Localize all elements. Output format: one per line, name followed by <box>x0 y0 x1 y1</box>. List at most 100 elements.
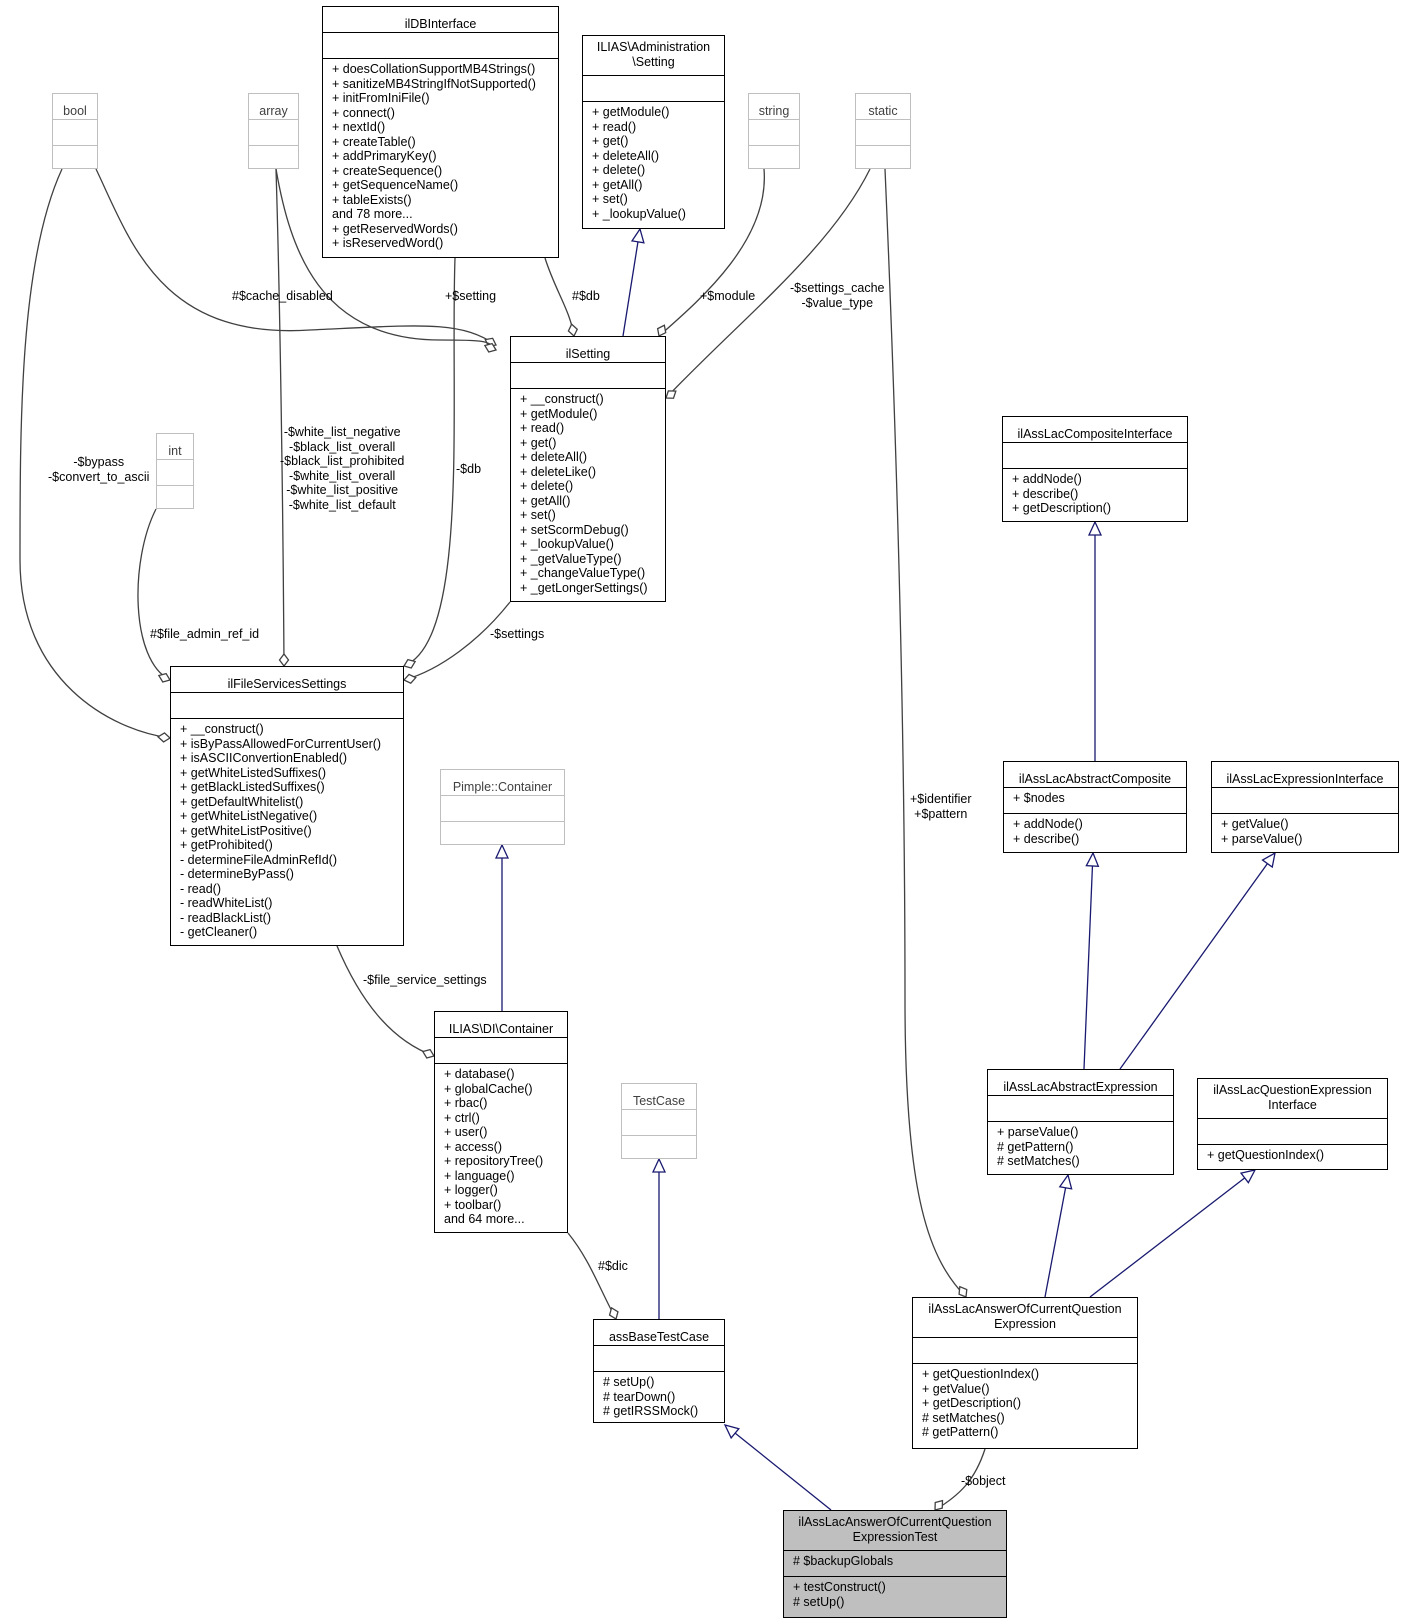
class-name: bool <box>63 104 87 118</box>
method-item: + getAll() <box>592 177 643 192</box>
edge-white-lists <box>275 168 285 667</box>
class-box-il-dbinterface[interactable]: ilDBInterface+ doesCollationSupportMB4St… <box>322 6 559 258</box>
section-divider <box>435 1037 567 1038</box>
section-divider <box>583 75 724 76</box>
method-item: + _getLongerSettings() <box>520 580 648 595</box>
method-item: + deleteAll() <box>520 450 588 464</box>
section-divider <box>622 1109 696 1110</box>
method-item: + __construct() <box>180 722 264 736</box>
edge-array-setting <box>275 168 497 351</box>
method-item: + deleteLike() <box>520 464 597 479</box>
section-divider <box>441 795 564 796</box>
method-item: - read() <box>180 881 221 896</box>
method-item: + getValue() <box>1221 817 1289 831</box>
class-name: ilSetting <box>565 347 611 361</box>
inherit-test-base-arrow <box>723 1424 740 1440</box>
class-name: Pimple::Container <box>452 780 553 794</box>
section-divider <box>1212 787 1398 788</box>
class-name: int <box>168 444 182 458</box>
class-box-bool[interactable]: bool <box>52 93 98 169</box>
method-item: + testConstruct() <box>793 1580 886 1594</box>
class-box-expression-interface[interactable]: ilAssLacExpressionInterface+ getValue()+… <box>1211 761 1399 853</box>
edge-bypass <box>19 168 171 739</box>
class-box-di-container[interactable]: ILIAS\DI\Container+ database()+ globalCa… <box>434 1011 568 1233</box>
section-divider <box>784 1576 1006 1577</box>
edge-file-admin-ref-id <box>137 508 171 681</box>
class-box-il-file-services-settings[interactable]: ilFileServicesSettings+ __construct()+ i… <box>170 666 404 946</box>
edge-db-file <box>403 257 456 667</box>
class-name: TestCase <box>632 1094 686 1108</box>
method-item: + describe() <box>1012 486 1079 501</box>
method-item: + getBlackListedSuffixes() <box>180 780 325 794</box>
section-divider <box>323 32 558 33</box>
method-item: + set() <box>520 508 556 522</box>
method-item: + isReservedWord() <box>332 236 444 250</box>
section-divider <box>622 1135 696 1136</box>
inherit-test-base <box>724 1424 832 1511</box>
section-divider <box>913 1363 1137 1364</box>
inherit-expr-composite-arrow <box>1085 851 1100 867</box>
method-item: + initFromIniFile() <box>332 91 430 105</box>
section-divider <box>1004 813 1186 814</box>
method-item: + createSequence() <box>332 163 443 178</box>
class-box-string[interactable]: string <box>748 93 800 169</box>
section-divider <box>249 119 298 120</box>
method-item: # getPattern() <box>997 1139 1074 1154</box>
edge-label-db-setting: #$db <box>572 289 600 303</box>
method-item: - getCleaner() <box>180 925 258 939</box>
method-item: and 78 more... <box>332 207 413 221</box>
method-item: + repositoryTree() <box>444 1154 544 1168</box>
edge-identifier-diamond <box>958 1285 968 1298</box>
class-box-abstract-expression[interactable]: ilAssLacAbstractExpression+ parseValue()… <box>987 1069 1174 1175</box>
method-item: + sanitizeMB4StringIfNotSupported() <box>332 76 536 91</box>
method-item: + connect() <box>332 105 395 120</box>
class-box-answer-expression[interactable]: ilAssLacAnswerOfCurrentQuestion Expressi… <box>912 1297 1138 1449</box>
edge-cache-disabled <box>95 168 497 346</box>
section-divider <box>171 718 403 719</box>
method-item: + describe() <box>1013 831 1080 846</box>
class-box-answer-expression-test[interactable]: ilAssLacAnswerOfCurrentQuestion Expressi… <box>783 1510 1007 1618</box>
class-name: array <box>259 104 288 118</box>
edge-dic-diamond <box>608 1306 619 1321</box>
class-box-test-case[interactable]: TestCase <box>621 1083 697 1159</box>
inherit-setting-admin-arrow <box>630 227 645 244</box>
section-divider <box>583 101 724 102</box>
class-name: ilAssLacCompositeInterface <box>1017 427 1173 441</box>
class-box-pimple[interactable]: Pimple::Container <box>440 769 565 845</box>
section-divider <box>856 119 910 120</box>
class-box-array[interactable]: array <box>248 93 299 169</box>
class-box-ass-base-test-case[interactable]: assBaseTestCase# setUp()# tearDown()# ge… <box>593 1319 725 1423</box>
section-divider <box>511 388 665 389</box>
section-divider <box>1003 468 1187 469</box>
section-divider <box>913 1337 1137 1338</box>
method-item: - determineByPass() <box>180 867 294 881</box>
method-item: + getReservedWords() <box>332 221 458 236</box>
method-item: + parseValue() <box>1221 831 1303 846</box>
class-name: string <box>758 104 790 118</box>
inherit-base-testcase-arrow <box>651 1157 667 1173</box>
edge-label-object: -$object <box>961 1474 1006 1488</box>
inherit-answer-question-interface <box>1089 1169 1256 1298</box>
method-item: + getDescription() <box>922 1396 1021 1410</box>
edge-settings-cache-diamond <box>665 390 677 399</box>
method-item: + set() <box>592 192 628 206</box>
class-box-admin-setting[interactable]: ILIAS\Administration \Setting+ getModule… <box>582 35 725 229</box>
class-box-question-expression-interface[interactable]: ilAssLacQuestionExpression Interface+ ge… <box>1197 1078 1388 1170</box>
class-box-abstract-composite[interactable]: ilAssLacAbstractComposite+ $nodes+ addNo… <box>1003 761 1187 853</box>
method-item: # setUp() <box>603 1375 655 1389</box>
inherit-setting-admin <box>622 228 641 337</box>
method-item: + setScormDebug() <box>520 522 629 537</box>
section-divider <box>1212 813 1398 814</box>
method-item: + getQuestionIndex() <box>922 1367 1040 1381</box>
class-box-il-setting[interactable]: ilSetting+ __construct()+ getModule()+ r… <box>510 336 666 602</box>
class-box-int[interactable]: int <box>156 433 194 509</box>
class-box-static[interactable]: static <box>855 93 911 169</box>
edge-label-settings: -$settings <box>490 627 545 641</box>
class-name: ilDBInterface <box>404 17 477 31</box>
method-item: + addPrimaryKey() <box>332 149 437 163</box>
section-divider <box>1198 1144 1387 1145</box>
method-item: # getIRSSMock() <box>603 1404 699 1418</box>
method-item: + isASCIIConvertionEnabled() <box>180 751 348 765</box>
class-box-composite-interface[interactable]: ilAssLacCompositeInterface+ addNode()+ d… <box>1002 416 1188 522</box>
class-name: static <box>868 104 898 118</box>
